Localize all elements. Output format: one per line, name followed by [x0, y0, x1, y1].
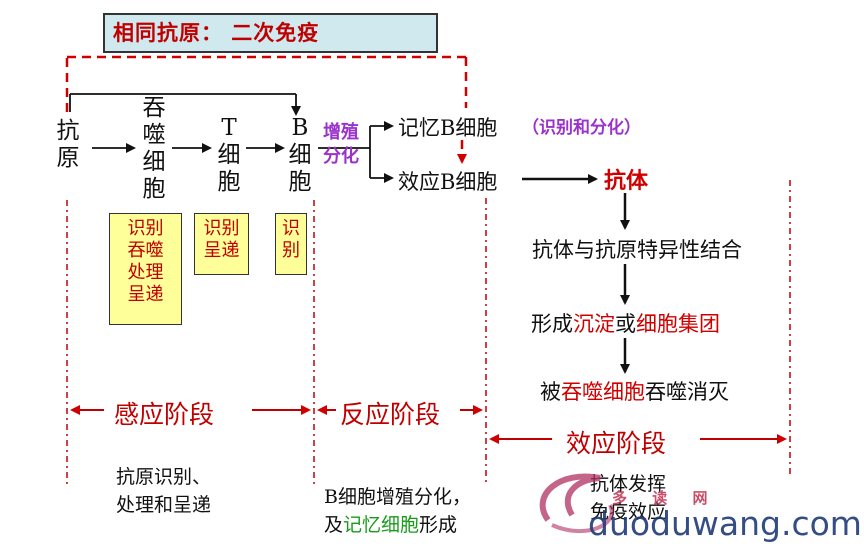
b-function-box: 识别 — [275, 213, 307, 275]
stage-effect: 效应阶段 — [566, 429, 667, 458]
desc-reaction-form: 形成 — [419, 514, 458, 536]
node-binding: 抗体与抗原特异性结合 — [532, 238, 742, 262]
node-destroy: 被吞噬细胞吞噬消灭 — [540, 376, 729, 406]
node-phagocyte: 吞噬细胞 — [142, 95, 166, 202]
antigen-to-b-bracket — [69, 93, 301, 116]
destroy-text: 吞噬消灭 — [645, 380, 729, 404]
form-prefix: 形成 — [531, 312, 573, 336]
proliferate-label: 增殖分化 — [323, 122, 359, 167]
watermark-chars: 多 读 网 — [612, 489, 718, 507]
or-text: 或 — [615, 312, 636, 336]
watermark-url: duoduwang.com — [588, 504, 862, 543]
node-antigen: 抗原 — [56, 118, 80, 171]
desc-induction-line1: 抗原识别、 — [116, 466, 212, 488]
desc-reaction-line1: B细胞增殖分化， — [324, 486, 471, 508]
stage-induction: 感应阶段 — [114, 400, 215, 429]
by-text: 被 — [540, 380, 561, 404]
phagocyte-red-text: 吞噬细胞 — [561, 380, 645, 404]
desc-reaction-line2: 及记忆细胞形成 — [324, 511, 471, 539]
desc-induction-line2: 处理和呈递 — [116, 494, 212, 516]
phagocyte-function-box: 识别吞噬处理呈递 — [109, 213, 182, 325]
node-effector-b: 效应B细胞 — [398, 170, 498, 194]
desc-induction: 抗原识别、 处理和呈递 — [116, 463, 211, 519]
desc-reaction-and: 及 — [324, 514, 344, 536]
desc-reaction: B细胞增殖分化， 及记忆细胞形成 — [324, 483, 471, 539]
node-b-cell: B细胞 — [288, 115, 312, 195]
title-box: 相同抗原： 二次免疫 — [103, 13, 438, 53]
precipitate-text: 沉淀 — [573, 312, 615, 336]
node-form: 形成沉淀或细胞集团 — [531, 308, 720, 338]
desc-effect-line1: 抗体发挥 — [590, 473, 667, 495]
memory-b-note: （识别和分化） — [522, 118, 641, 138]
stage-reaction: 反应阶段 — [340, 400, 441, 429]
node-memory-b: 记忆B细胞 — [398, 116, 498, 140]
secondary-loop-path — [65, 55, 468, 164]
t-function-box: 识别呈递 — [194, 213, 249, 275]
node-t-cell: T细胞 — [217, 115, 241, 195]
cell-mass-text: 细胞集团 — [636, 312, 720, 336]
desc-reaction-memory: 记忆细胞 — [343, 514, 420, 536]
node-antibody: 抗体 — [604, 168, 649, 194]
